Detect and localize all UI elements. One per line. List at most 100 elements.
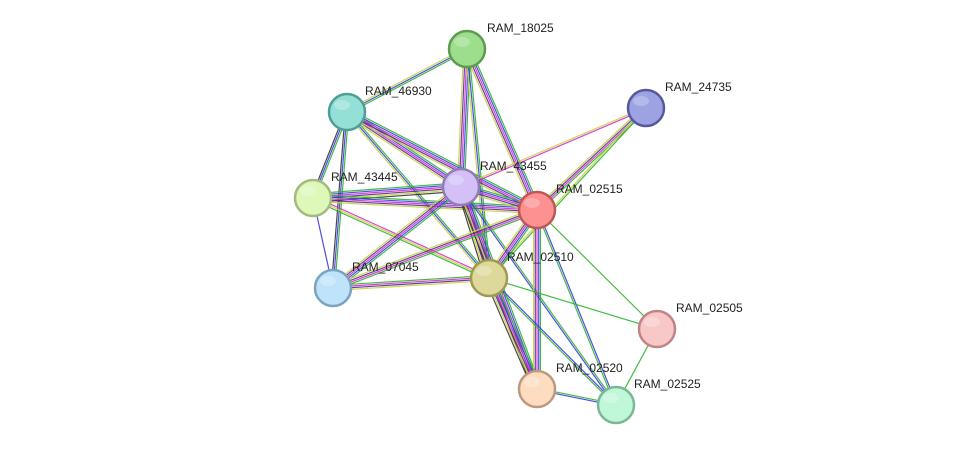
edge-line-yellow [487,107,646,278]
edge-line-green [334,189,464,292]
node-ram-02505[interactable] [637,309,677,349]
edge-line-yellow [313,188,462,202]
node-circle[interactable] [313,268,353,308]
node-ram-46930[interactable] [327,92,367,132]
node-circle[interactable] [469,258,509,298]
edge-line-yellow [345,112,489,280]
edge-line-green [333,211,539,291]
node-ram-18025[interactable] [447,29,487,69]
node-highlight [603,393,619,403]
node-ram-02510[interactable] [469,258,509,298]
edge-line-magenta [466,48,538,211]
edge-line-green [332,274,489,287]
edge-line-purple [345,112,461,189]
edge-line-green [487,278,616,407]
node-label: RAM_02520 [556,361,623,375]
node-label: RAM_18025 [487,21,554,35]
edge-line-magenta [460,48,468,188]
edge-line-yellow [457,48,465,187]
node-ram-02515[interactable] [517,190,557,230]
node-highlight [300,186,316,196]
edge-line-magenta [332,186,462,289]
edge-line-green [313,194,538,208]
edge-RAM_43455-RAM_07045 [330,183,464,292]
edge-RAM_24735-RAM_02515 [534,105,649,213]
edge-RAM_24735-RAM_02510 [487,107,648,279]
node-circle[interactable] [637,309,677,349]
edge-line-green [535,210,616,406]
edge-line-green [348,108,539,208]
node-ram-07045[interactable] [313,268,353,308]
node-ram-43445[interactable] [293,178,333,218]
node-circle[interactable] [447,29,487,69]
node-circle[interactable] [596,385,636,425]
edge-RAM_02515-RAM_02525 [535,209,618,406]
node-label: RAM_43455 [480,159,547,173]
edge-line-purple [313,187,462,200]
edge-line-yellow [463,50,535,212]
edge-line-yellow [460,106,646,187]
edge-line-magenta [332,276,489,288]
edge-RAM_02510-RAM_02520 [484,276,542,391]
node-circle[interactable] [517,190,557,230]
node-circle[interactable] [441,167,481,207]
node-label: RAM_02515 [556,182,623,196]
edge-line-blue [347,109,539,210]
node-ram-02520[interactable] [517,369,557,409]
edge-RAM_24735-RAM_43455 [460,106,647,189]
edge-line-magenta [489,277,539,389]
edge-RAM_07045-RAM_02510 [332,274,490,292]
edge-RAM_02510-RAM_02525 [487,276,618,407]
edge-line-yellow [331,207,537,287]
node-circle[interactable] [626,88,666,128]
edge-layer [310,46,658,407]
edge-line-blue [313,195,538,209]
node-ram-02525[interactable] [596,385,636,425]
node-circle[interactable] [517,369,557,409]
edge-line-yellow [486,278,536,391]
edge-RAM_18025-RAM_02515 [463,47,541,212]
edge-line-black [484,279,534,391]
edge-RAM_02515-RAM_07045 [331,207,539,291]
node-ram-43455[interactable] [441,167,481,207]
edge-line-magenta [333,210,538,290]
edge-line-green [488,277,658,330]
edge-line-yellow [330,183,460,286]
edge-line-magenta [461,108,647,189]
edge-RAM_46930-RAM_02515 [345,108,539,214]
edge-line-green [469,47,541,209]
edge-line-blue [489,276,618,405]
node-label: RAM_43445 [331,170,398,184]
edge-line-purple [332,208,537,288]
edge-line-blue [490,276,540,389]
node-layer [293,29,677,425]
node-label: RAM_02510 [507,250,574,264]
edge-line-green [536,209,658,330]
edge-line-green [489,108,648,279]
node-highlight [334,100,350,110]
node-ram-24735[interactable] [626,88,666,128]
edge-line-magenta [312,197,538,211]
edge-line-purple [536,106,646,210]
node-highlight [644,317,660,327]
edge-line-purple [345,112,537,213]
edge-line-black [313,190,462,203]
edge-line-magenta [346,111,462,188]
node-circle[interactable] [293,178,333,218]
edge-line-yellow [312,200,537,214]
node-label: RAM_46930 [365,84,432,98]
edge-line-blue [468,48,540,210]
edge-line-purple [487,278,537,390]
node-circle[interactable] [327,92,367,132]
edge-line-purple [312,199,537,213]
edge-line-green [492,276,542,388]
edge-line-blue [333,187,463,290]
edge-line-yellow [345,46,467,112]
node-highlight [633,96,649,106]
edge-line-purple [458,48,466,187]
edge-RAM_02515-RAM_02520 [532,210,542,389]
node-label: RAM_02505 [676,301,743,315]
edge-line-blue [312,183,461,197]
